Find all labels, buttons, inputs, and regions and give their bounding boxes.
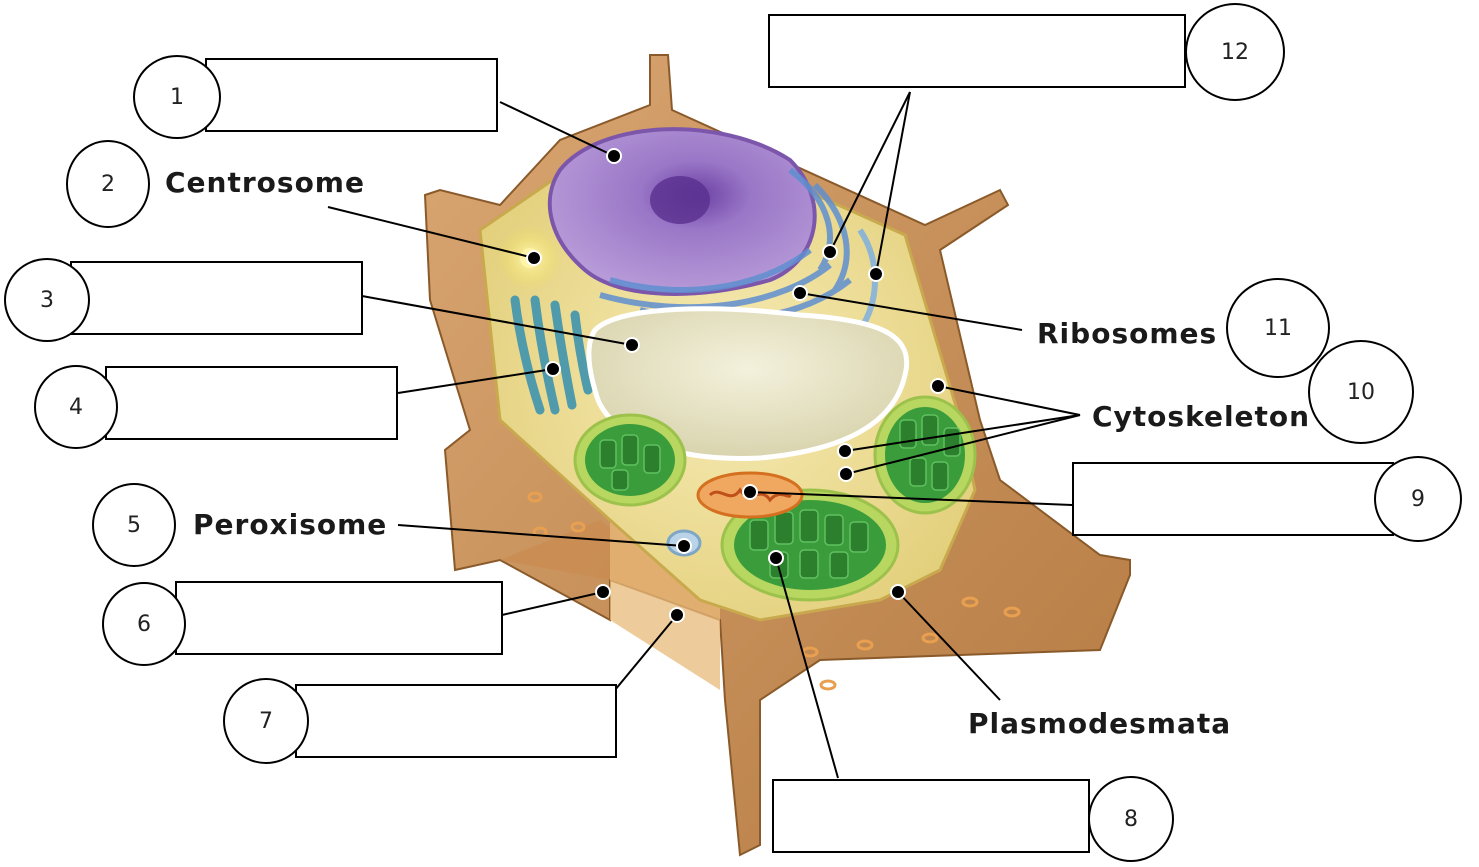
answer-box-1[interactable] [205,58,498,132]
label-cytoskeleton: Cytoskeleton [1092,400,1310,433]
number-circle-10: 10 [1308,340,1414,444]
number-circle-9: 9 [1374,456,1462,542]
label-plasmodesmata: Plasmodesmata [968,707,1231,740]
number-circle-11: 11 [1226,278,1330,378]
number-circle-8: 8 [1088,776,1174,862]
answer-box-4[interactable] [105,366,398,440]
number-circle-6: 6 [102,582,186,666]
number-circle-4: 4 [34,365,118,449]
answer-box-6[interactable] [175,581,503,655]
answer-box-3[interactable] [70,261,363,335]
number-circle-12: 12 [1185,3,1285,101]
label-centrosome: Centrosome [165,166,365,199]
label-ribosomes: Ribosomes [1037,317,1217,350]
chloroplast-left [575,415,685,505]
number-circle-2: 2 [66,140,150,228]
number-circle-1: 1 [133,55,221,139]
label-peroxisome: Peroxisome [193,508,387,541]
answer-box-8[interactable] [772,779,1090,853]
answer-box-7[interactable] [295,684,617,758]
answer-box-9[interactable] [1072,462,1394,536]
number-circle-7: 7 [223,678,309,764]
number-circle-3: 3 [4,258,90,342]
number-circle-5: 5 [92,483,176,567]
answer-box-12[interactable] [768,14,1186,88]
